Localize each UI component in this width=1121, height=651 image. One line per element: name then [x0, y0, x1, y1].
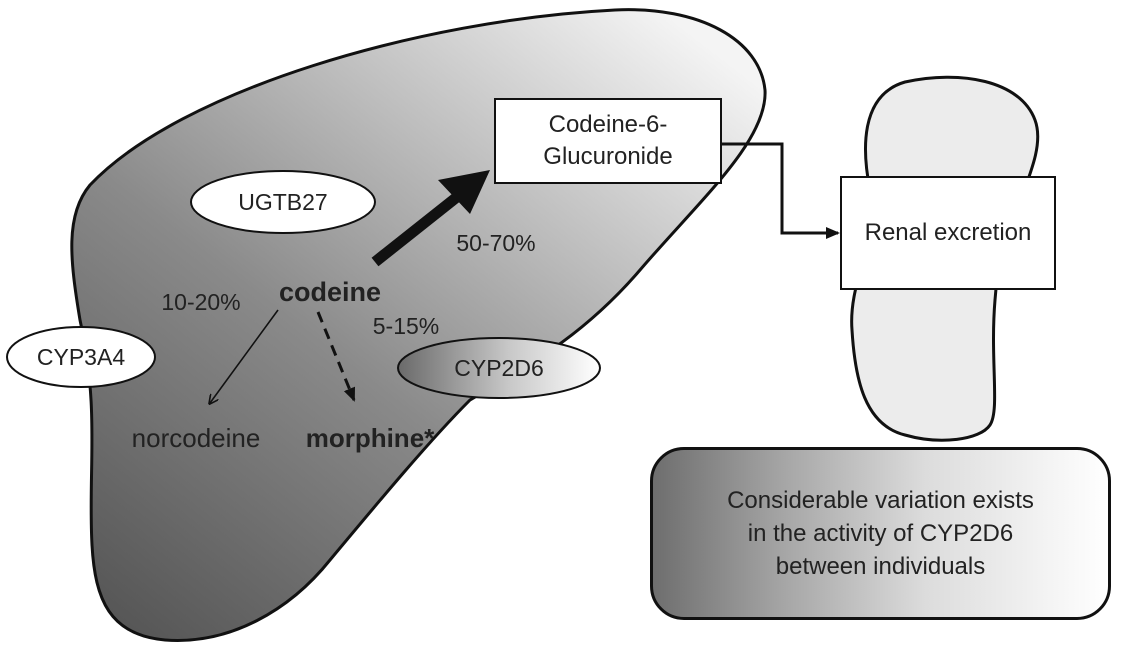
o-demethylation-percent-label: 5-15%: [373, 313, 439, 339]
cyp2d6-ellipse: [397, 337, 601, 399]
note-line-1: Considerable variation exists: [727, 486, 1034, 514]
glucuronidation-arrow: [371, 188, 466, 267]
cyp3a4-ellipse: [6, 326, 156, 388]
glucuronidation-percent-label: 50-70%: [456, 230, 535, 256]
excretion-connector-arrow: [722, 142, 840, 239]
norcodeine-label: norcodeine: [132, 423, 261, 453]
variation-note-box: Considerable variation exists in the act…: [650, 447, 1111, 620]
note-line-3: between individuals: [775, 553, 986, 581]
cyp3a4-label: CYP3A4: [37, 344, 125, 370]
glucuronidation-arrowhead: [438, 170, 490, 214]
ugtb27-ellipse: [190, 170, 376, 234]
glucuronide-label-line2: Glucuronide: [543, 143, 673, 170]
norcodeine-arrow: [210, 309, 279, 403]
cyp2d6-label: CYP2D6: [454, 355, 543, 381]
n-demethylation-percent-label: 10-20%: [161, 289, 240, 315]
renal-excretion-box: Renal excretion: [840, 176, 1056, 290]
note-line-2: in the activity of CYP2D6: [747, 519, 1014, 547]
glucuronide-label-line1: Codeine-6-: [548, 110, 668, 138]
codeine-label: codeine: [279, 277, 381, 307]
morphine-arrow: [316, 311, 356, 402]
ugtb27-label: UGTB27: [238, 189, 327, 215]
codeine-6-glucuronide-box: Codeine-6- Glucuronide: [494, 98, 722, 184]
morphine-label: morphine*: [306, 423, 435, 453]
renal-excretion-label: Renal excretion: [864, 218, 1032, 246]
